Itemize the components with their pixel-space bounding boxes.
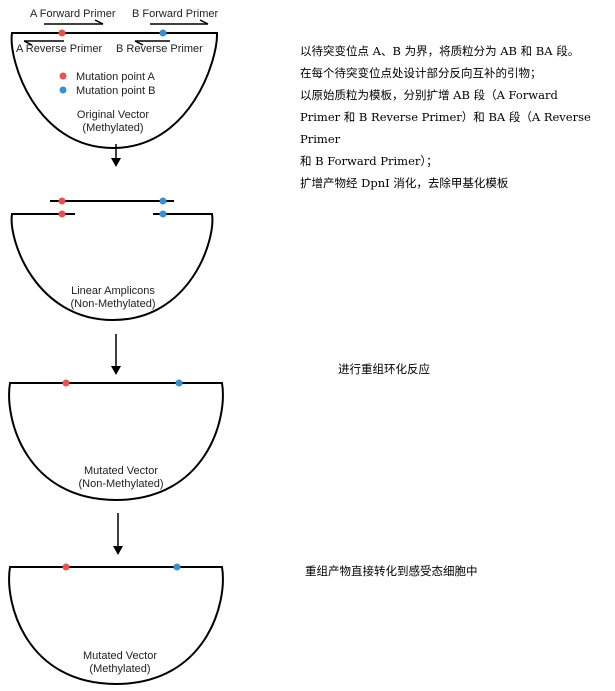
flow-arrow-3 — [113, 513, 123, 555]
step-3-description: 重组产物直接转化到感受态细胞中 — [305, 564, 478, 578]
a-forward-primer-label: A Forward Primer — [30, 8, 116, 20]
mutation-point-a-dot — [62, 563, 70, 571]
mutated-vector-methylated-subtitle: (Methylated) — [89, 663, 150, 675]
legend-mutation-b-label: Mutation point B — [76, 85, 156, 97]
linear-amplicons-title: Linear Amplicons — [71, 285, 155, 297]
step-1-description: 以待突变位点 A、B 为界，将质粒分为 AB 和 BA 段。 在每个待突变位点处… — [300, 40, 610, 194]
b-reverse-primer-label: B Reverse Primer — [116, 43, 203, 55]
mutated-vector-outline — [8, 382, 224, 502]
mutation-point-a-dot-bottom — [58, 210, 66, 218]
mutation-point-a-dot-top — [58, 197, 66, 205]
stage-mutated-vector-methylated: Mutated Vector (Methylated) — [8, 563, 224, 686]
mutated-vector-subtitle: (Non-Methylated) — [79, 478, 164, 490]
step-1-line: 和 B Forward Primer）； — [300, 154, 438, 168]
step-1-line: 扩增产物经 DpnI 消化，去除甲基化模板 — [300, 176, 509, 190]
original-vector-title: Original Vector — [77, 109, 149, 121]
a-reverse-primer-label: A Reverse Primer — [16, 43, 103, 55]
amplicon-bottom-outline — [10, 213, 214, 322]
step-1-line: 以原始质粒为模板，分别扩增 AB 段（A Forward — [300, 88, 558, 102]
a-reverse-primer-arrowhead — [23, 40, 33, 46]
mutation-point-b-dot-top — [159, 197, 167, 205]
mutation-point-a-dot — [62, 379, 70, 387]
stage-mutated-vector-non-methylated: Mutated Vector (Non-Methylated) — [8, 379, 224, 502]
stage-original-vector: A Forward Primer B Forward Primer A Reve… — [10, 8, 219, 150]
flow-arrow-1 — [111, 144, 121, 167]
stage-linear-amplicons: Linear Amplicons (Non-Methylated) — [10, 197, 214, 322]
step-2-description: 进行重组环化反应 — [338, 362, 430, 376]
mutation-point-b-dot — [173, 563, 181, 571]
step-1-line: 在每个待突变位点处设计部分反向互补的引物； — [300, 66, 542, 80]
linear-amplicons-subtitle: (Non-Methylated) — [71, 298, 156, 310]
legend-mutation-a-label: Mutation point A — [76, 71, 156, 83]
mutation-point-b-dot — [159, 29, 167, 37]
b-forward-primer-arrowhead — [199, 19, 209, 25]
mutation-point-b-dot — [175, 379, 183, 387]
original-vector-outline — [10, 32, 219, 150]
b-forward-primer-label: B Forward Primer — [132, 8, 219, 20]
mutation-point-a-dot — [58, 29, 66, 37]
b-reverse-primer-arrowhead — [134, 40, 144, 46]
legend-mutation-b-dot — [59, 86, 67, 94]
original-vector-subtitle: (Methylated) — [82, 122, 143, 134]
step-1-line: 以待突变位点 A、B 为界，将质粒分为 AB 和 BA 段。 — [300, 44, 580, 58]
legend-mutation-a-dot — [59, 72, 67, 80]
mutated-vector-methylated-outline — [8, 566, 224, 686]
mutated-vector-methylated-title: Mutated Vector — [83, 650, 157, 662]
a-forward-primer-arrowhead — [94, 19, 104, 25]
mutation-point-b-dot-bottom — [159, 210, 167, 218]
flow-arrow-2 — [111, 334, 121, 375]
step-1-line: Primer 和 B Reverse Primer）和 BA 段（A Rever… — [300, 110, 591, 146]
mutated-vector-title: Mutated Vector — [84, 465, 158, 477]
